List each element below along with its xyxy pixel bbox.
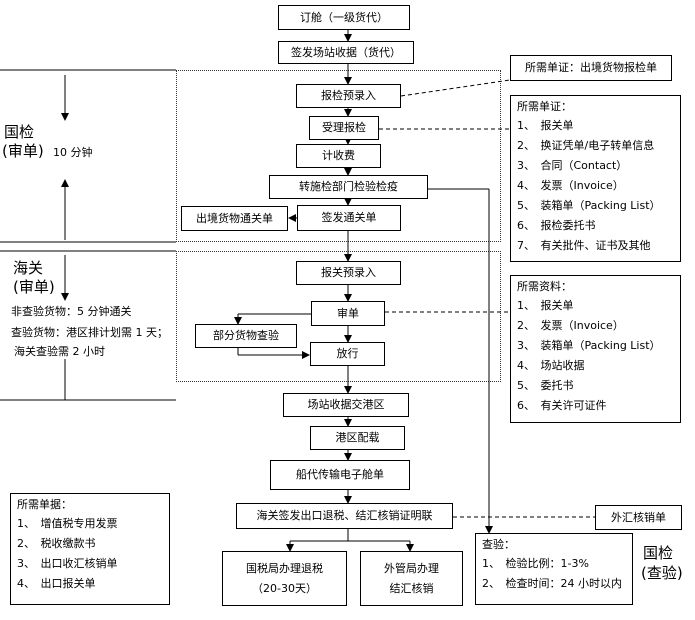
customs-region <box>176 251 501 382</box>
tax-bureau-line2: （20-30天） <box>252 581 317 595</box>
issue-receipt-label: 签发场站收据（货代） <box>291 45 401 59</box>
docs-list-1-item: 6、 报检委托书 <box>517 219 596 232</box>
docs-list-2-item: 3、 装箱单（Packing List） <box>517 339 661 352</box>
transfer-insp-box: 转施检部门检验检疫 <box>269 175 428 199</box>
forex-writeoff-box: 外汇核销单 <box>595 505 682 530</box>
inspect-line2-label: 海关查验需 2 小时 <box>14 345 105 359</box>
export-goods-pass-label: 出境货物通关单 <box>196 211 273 225</box>
insp-entry-label: 报检预录入 <box>321 89 376 102</box>
customs-sub-label: (审单) <box>13 278 55 296</box>
docs-list-3-item: 1、 增值税专用发票 <box>17 517 118 530</box>
issue-pass-label: 签发通关单 <box>321 211 377 224</box>
docs-list-1-item: 7、 有关批件、证书及其他 <box>517 239 651 252</box>
customs-certs-label: 海关签发出口退税、结汇核销证明联 <box>256 509 433 522</box>
customs-entry-label: 报关预录入 <box>321 266 376 279</box>
partial-inspect-box: 部分货物查验 <box>195 324 297 348</box>
docs-list-1: 所需单证： 1、 报关单 2、 换证凭单/电子转单信息 3、 合同（Contac… <box>510 95 681 262</box>
docs-list-3-header: 所需单据： <box>17 498 72 511</box>
ciq-sub-label: (审单) <box>2 142 44 160</box>
docs-list-2-item: 1、 报关单 <box>517 299 574 312</box>
docs-list-2: 所需资料： 1、 报关单 2、 发票（Invoice） 3、 装箱单（Packi… <box>510 275 681 423</box>
docs-list-2-header: 所需资料： <box>517 280 572 293</box>
charge-fee-label: 计收费 <box>322 149 355 162</box>
docs-needed-top-box: 所需单证：出境货物报检单 <box>510 55 672 81</box>
agent-manifest-label: 船代传输电子舱单 <box>296 468 384 481</box>
tax-bureau-box: 国税局办理退税 （20-30天） <box>222 551 347 606</box>
ciq-inspect-sub-label: (查验) <box>641 564 683 582</box>
customs-certs-box: 海关签发出口退税、结汇核销证明联 <box>236 503 453 529</box>
inspect-line1-label: 查验货物：港区排计划需 1 天； <box>11 326 168 339</box>
forex-writeoff-label: 外汇核销单 <box>611 510 666 524</box>
non-inspect-label: 非查验货物：5 分钟通关 <box>11 305 132 318</box>
docs-list-1-item: 3、 合同（Contact） <box>517 159 628 172</box>
accept-insp-box: 受理报检 <box>309 116 379 140</box>
ciq-label: 国检 <box>4 123 35 141</box>
docs-list-3-item: 3、 出口收汇核销单 <box>17 557 118 570</box>
ciq-region <box>176 70 501 242</box>
issue-pass-box: 签发通关单 <box>297 205 401 231</box>
docs-list-1-item: 4、 发票（Invoice） <box>517 179 624 192</box>
docs-needed-top-label: 所需单证：出境货物报检单 <box>525 61 657 74</box>
docs-list-3-item: 2、 税收缴款书 <box>17 537 96 550</box>
inspection-item: 2、 检查时间：24 小时以内 <box>482 577 622 590</box>
inspection-box: 查验： 1、 检验比例：1-3% 2、 检查时间：24 小时以内 <box>475 533 633 605</box>
docs-list-3: 所需单据： 1、 增值税专用发票 2、 税收缴款书 3、 出口收汇核销单 4、 … <box>10 493 170 605</box>
docs-list-1-item: 2、 换证凭单/电子转单信息 <box>517 139 655 152</box>
insp-entry-box: 报检预录入 <box>296 84 401 108</box>
issue-receipt-box: 签发场站收据（货代） <box>278 41 414 64</box>
release-label: 放行 <box>336 347 359 360</box>
forex-bureau-line1: 外管局办理 <box>384 561 439 575</box>
customs-entry-box: 报关预录入 <box>296 261 401 285</box>
agent-manifest-box: 船代传输电子舱单 <box>270 460 410 490</box>
review-label: 审单 <box>337 306 359 320</box>
docs-list-2-item: 2、 发票（Invoice） <box>517 319 624 332</box>
yard-receipt-port-box: 场站收据交港区 <box>283 393 409 417</box>
transfer-insp-label: 转施检部门检验检疫 <box>299 180 398 193</box>
docs-list-1-item: 5、 装箱单（Packing List） <box>517 199 661 212</box>
book-space-box: 订舱（一级货代） <box>278 5 410 30</box>
release-box: 放行 <box>310 342 385 366</box>
docs-list-2-item: 6、 有关许可证件 <box>517 399 607 412</box>
accept-insp-label: 受理报检 <box>322 121 366 134</box>
tax-bureau-line1: 国税局办理退税 <box>246 561 323 575</box>
inspection-item: 1、 检验比例：1-3% <box>482 557 589 570</box>
review-box: 审单 <box>311 301 385 326</box>
customs-label: 海关 <box>13 259 44 277</box>
charge-fee-box: 计收费 <box>296 144 381 168</box>
docs-list-3-item: 4、 出口报关单 <box>17 577 96 590</box>
docs-list-1-header: 所需单证： <box>517 100 572 113</box>
port-loading-box: 港区配载 <box>310 426 405 450</box>
ciq-inspect-label: 国检 <box>643 544 674 562</box>
inspection-header: 查验： <box>482 538 515 551</box>
forex-bureau-box: 外管局办理 结汇核销 <box>360 551 463 606</box>
port-loading-label: 港区配载 <box>335 431 380 444</box>
ciq-time-label: 10 分钟 <box>53 146 93 159</box>
yard-receipt-port-label: 场站收据交港区 <box>307 398 385 411</box>
forex-bureau-line2: 结汇核销 <box>389 581 434 595</box>
docs-list-2-item: 5、 委托书 <box>517 379 574 392</box>
book-space-label: 订舱（一级货代） <box>300 10 388 24</box>
export-goods-pass-box: 出境货物通关单 <box>181 206 288 231</box>
docs-list-2-item: 4、 场站收据 <box>517 359 585 372</box>
partial-inspect-label: 部分货物查验 <box>213 329 279 342</box>
docs-list-1-item: 1、 报关单 <box>517 119 574 132</box>
